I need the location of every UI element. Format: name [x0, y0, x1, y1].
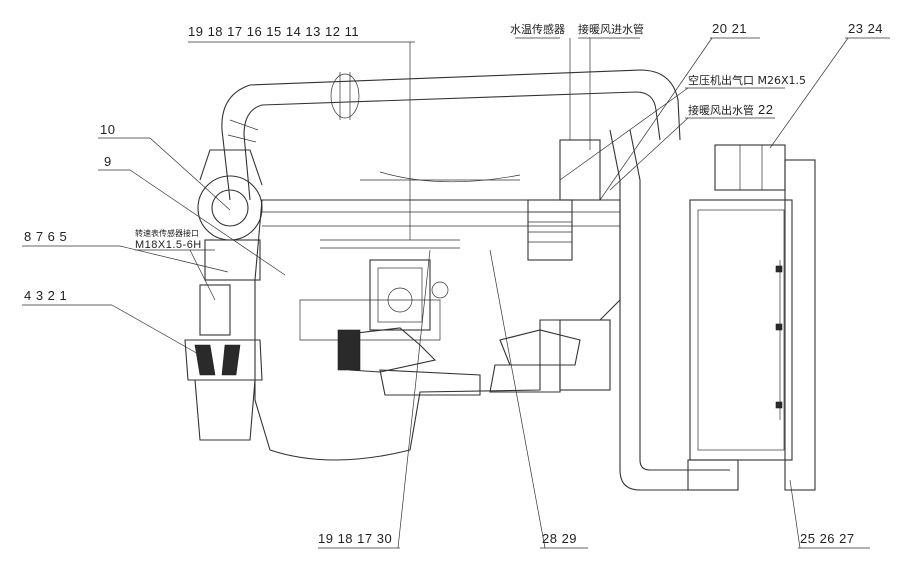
- air-compressor: [527, 139, 611, 391]
- label-22: 22: [758, 102, 773, 117]
- label-8-5: 8 7 6 5: [24, 229, 67, 244]
- label-heater-inlet: 接暖风进水管: [578, 22, 644, 36]
- label-speed-sensor-thread: M18X1.5-6H: [135, 239, 202, 251]
- leader-lines: [22, 37, 890, 549]
- label-air-compressor-outlet: 空压机出气口 M26X1.5: [688, 73, 806, 87]
- label-heater-outlet: 接暖风出水管: [688, 103, 754, 117]
- intake-pipe: [221, 69, 681, 201]
- fuel-injection-pump: [320, 171, 521, 331]
- engine-block: [254, 199, 621, 461]
- turbocharger: [197, 149, 263, 281]
- label-28-29: 28 29: [542, 531, 577, 546]
- label-top-right: 23 24: [848, 21, 883, 36]
- label-9: 9: [104, 154, 112, 169]
- label-25-27: 25 26 27: [800, 531, 855, 546]
- radiator: [609, 129, 816, 491]
- label-10: 10: [100, 122, 115, 137]
- front-mount: [184, 284, 263, 441]
- label-water-temp-sensor: 水温传感器: [510, 23, 565, 36]
- label-20-21: 20 21: [712, 21, 747, 36]
- label-speed-sensor-interface: 转速表传感器接口: [135, 228, 199, 238]
- label-4-1: 4 3 2 1: [24, 288, 67, 303]
- label-top-left: 19 18 17 16 15 14 13 12 11: [188, 24, 359, 39]
- label-bottom-left: 19 18 17 30: [318, 531, 392, 546]
